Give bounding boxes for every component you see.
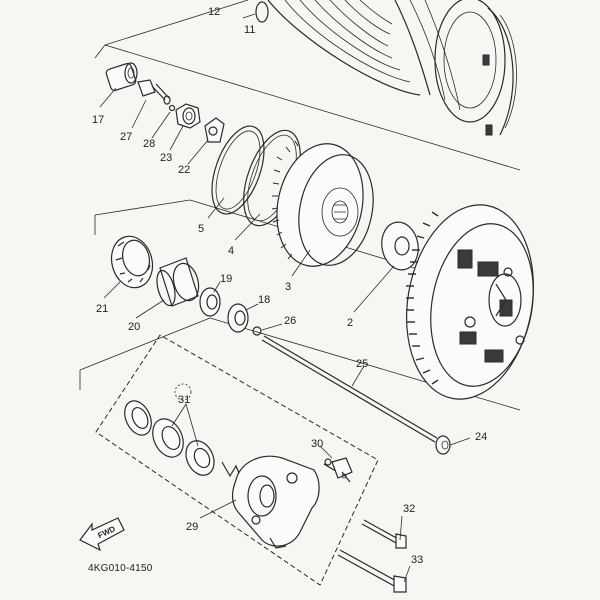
leader-lines: [99, 13, 471, 583]
reference-code: 4KG010-4150: [88, 563, 153, 574]
washer-18: [227, 303, 249, 333]
spacer-20: [156, 257, 200, 307]
oil-seal-24: [435, 435, 451, 455]
bearing-17: [105, 62, 138, 92]
callout-25: 25: [356, 358, 368, 370]
release-cylinder-assembly-box: [95, 334, 379, 586]
callout-21: 21: [96, 303, 108, 315]
callout-31: 31: [178, 394, 190, 406]
callout-17: 17: [92, 114, 104, 126]
callout-12: 12: [208, 6, 220, 18]
push-rod-25: [261, 335, 438, 443]
fwd-arrow-icon: FWD: [79, 517, 125, 552]
collar-19: [199, 287, 221, 317]
callout-33: 33: [411, 554, 423, 566]
callout-27: 27: [120, 131, 132, 143]
callout-24: 24: [475, 431, 487, 443]
bleed-screw-30: [323, 457, 353, 483]
release-cylinder-29: [231, 455, 320, 549]
clutch-plate-stack: [255, 0, 517, 136]
clutch-housing: [406, 204, 534, 400]
callout-22: 22: [178, 164, 190, 176]
lock-washer-22: [204, 117, 225, 143]
callout-4: 4: [228, 245, 234, 257]
nut-23: [175, 103, 201, 129]
callout-3: 3: [285, 281, 291, 293]
callout-2: 2: [347, 317, 353, 329]
clutch-boss-3: [271, 140, 374, 267]
thrust-washer-2: [381, 221, 419, 271]
ball-28: [168, 104, 176, 112]
bolt-32: [361, 519, 407, 549]
callout-26: 26: [284, 315, 296, 327]
callout-19: 19: [220, 273, 232, 285]
callout-23: 23: [160, 152, 172, 164]
callout-11: 11: [244, 24, 255, 36]
ball-26: [252, 326, 262, 336]
callout-30: 30: [311, 438, 323, 450]
callout-20: 20: [128, 321, 140, 333]
ring-5: [211, 125, 265, 215]
callout-28: 28: [143, 138, 155, 150]
bolt-33: [337, 549, 407, 593]
callout-29: 29: [186, 521, 198, 533]
push-rod-27: [137, 79, 171, 105]
callout-5: 5: [198, 223, 204, 235]
seal-set-31: [124, 383, 215, 476]
needle-bearing-21: [110, 235, 154, 289]
callout-labels: 12 11 17 27 28 23 22 5 4 3 2 21 20 19 18…: [88, 6, 487, 574]
callout-32: 32: [403, 503, 415, 515]
callout-18: 18: [258, 294, 270, 306]
